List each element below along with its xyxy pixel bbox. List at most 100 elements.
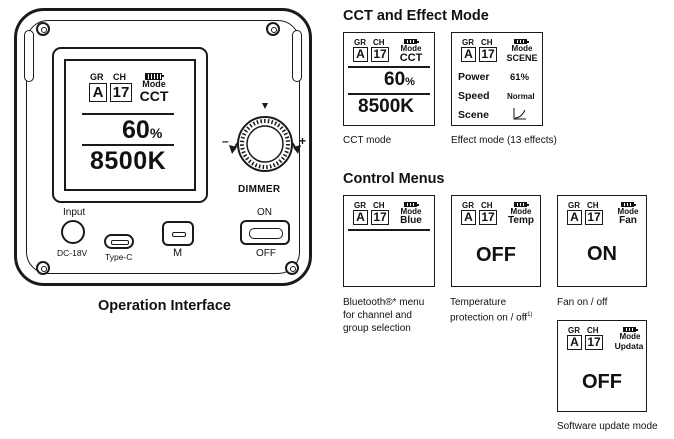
dimmer-dial[interactable] (220, 98, 310, 194)
caption-line: group selection (343, 323, 411, 334)
mode-value: SCENE (506, 53, 538, 63)
device-side-tab-right (292, 30, 302, 82)
battery-icon (514, 202, 529, 207)
gr-label: GR (354, 201, 366, 210)
screen-divider (82, 144, 174, 146)
group-box: A (353, 210, 368, 225)
temp-menu-panel: GR CH A 17 Mode Temp OFF (451, 195, 541, 287)
typec-port[interactable] (104, 234, 134, 249)
update-menu-panel: GR CH A 17 Mode Updata OFF (557, 320, 647, 412)
cct-readout: 8500K (90, 147, 167, 175)
screw-icon (36, 22, 50, 36)
mode-word: Mode (142, 79, 166, 89)
update-state: OFF (582, 371, 622, 393)
power-unit: % (149, 125, 163, 141)
group-box: A (461, 47, 476, 62)
device-screen: GR CH A 17 Mode CCT 60% 8500K (64, 59, 196, 191)
panel-divider (348, 66, 430, 68)
gr-label: GR (462, 201, 474, 210)
scene-curve-icon (513, 108, 526, 120)
group-box: A (461, 210, 476, 225)
mode-word: Mode (400, 207, 422, 216)
effect-row-label: Speed (458, 90, 490, 102)
bluetooth-menu-panel: GR CH A 17 Mode Blue (343, 195, 435, 287)
group-box: A (353, 47, 368, 62)
battery-icon (145, 73, 164, 80)
mode-value: CCT (139, 88, 169, 104)
gr-label: GR (568, 201, 580, 210)
dimmer-label: DIMMER (238, 184, 281, 195)
effect-row-value: 61% (510, 72, 530, 83)
ch-label: CH (587, 201, 599, 210)
caption-line: Temperature (450, 297, 507, 308)
gr-label: GR (462, 38, 474, 47)
fan-menu-caption: Fan on / off (557, 297, 608, 308)
ch-label: CH (587, 326, 599, 335)
ch-label: CH (113, 72, 126, 82)
channel-box: 17 (479, 210, 497, 225)
battery-icon (621, 202, 636, 207)
cct-effect-title: CCT and Effect Mode (343, 8, 489, 24)
dial-minus: – (222, 134, 229, 148)
effect-row-label: Power (458, 71, 490, 83)
update-menu-caption: Software update mode (557, 421, 658, 432)
channel-box: 17 (585, 210, 603, 225)
device-side-tab-left (24, 30, 34, 82)
caption-text: protection on / off (450, 312, 528, 324)
cct-mode-panel: GR CH A 17 Mode CCT 60% 8500K (343, 32, 435, 126)
operation-interface-caption: Operation Interface (98, 298, 231, 314)
dial-plus: + (299, 134, 307, 148)
dc-label: DC-18V (57, 248, 88, 258)
screw-icon (285, 261, 299, 275)
mode-word: Mode (617, 207, 639, 216)
cct-readout: 8500K (358, 96, 414, 117)
channel-box: 17 (371, 210, 389, 225)
effect-row-value: Normal (507, 92, 535, 101)
power-readout: 60% (122, 116, 162, 145)
dc-input-port[interactable] (61, 220, 85, 244)
mode-word: Mode (511, 44, 533, 53)
ch-label: CH (373, 201, 385, 210)
power-readout: 60% (384, 69, 415, 91)
battery-icon (404, 39, 419, 44)
m-button[interactable] (162, 221, 194, 246)
panel-divider (348, 229, 430, 231)
ch-label: CH (481, 38, 493, 47)
channel-box: 17 (585, 335, 603, 350)
power-switch[interactable] (240, 220, 290, 245)
arrow-down-icon (262, 103, 268, 109)
power-unit: % (405, 76, 415, 88)
arrow-right-icon (293, 145, 301, 154)
footnote-marker: 1) (527, 312, 533, 318)
m-label: M (173, 247, 183, 259)
channel-box: 17 (479, 47, 497, 62)
gr-label: GR (90, 72, 104, 82)
screen-divider (82, 113, 174, 115)
cct-mode-caption: CCT mode (343, 135, 392, 146)
arrow-left-icon (229, 145, 237, 154)
off-label: OFF (256, 248, 276, 259)
caption-line: Bluetooth®* menu (343, 297, 425, 308)
typec-label: Type-C (105, 252, 133, 262)
ch-label: CH (481, 201, 493, 210)
screw-icon (36, 261, 50, 275)
screen-bezel (52, 47, 208, 203)
battery-icon (404, 202, 419, 207)
screw-icon (266, 22, 280, 36)
power-value: 60 (122, 116, 150, 144)
mode-word: Mode (510, 207, 532, 216)
fan-menu-panel: GR CH A 17 Mode Fan ON (557, 195, 647, 287)
channel-box: 17 (371, 47, 389, 62)
group-box: A (567, 335, 582, 350)
effect-mode-caption: Effect mode (13 effects) (451, 135, 557, 146)
mode-value: Fan (619, 215, 637, 226)
battery-icon (623, 327, 638, 332)
caption-line: protection on / off1) (450, 309, 532, 324)
input-label: Input (63, 207, 86, 218)
gr-label: GR (568, 326, 580, 335)
bluetooth-menu-caption: Bluetooth®* menu for channel and group s… (343, 296, 424, 335)
control-menus-title: Control Menus (343, 171, 445, 187)
mode-value: CCT (399, 52, 423, 64)
dial-knob-inner (246, 125, 284, 163)
group-box: A (567, 210, 582, 225)
